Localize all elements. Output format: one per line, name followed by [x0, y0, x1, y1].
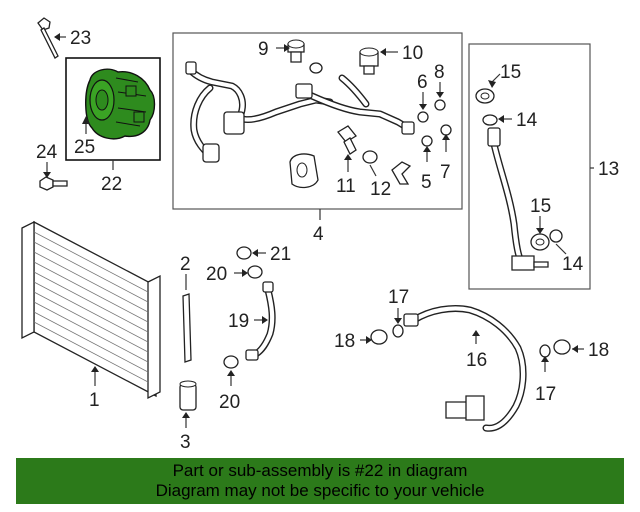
callout-8: 8: [434, 62, 445, 83]
callout-17-bottom: 17: [535, 384, 556, 405]
part-20-o-ring-top[interactable]: [247, 265, 263, 279]
callout-20-top: 20: [206, 264, 227, 285]
callout-4: 4: [313, 224, 324, 245]
part-18-seal-left[interactable]: [370, 329, 388, 345]
callout-11: 11: [336, 176, 356, 197]
part-20-o-ring-bottom[interactable]: [223, 355, 239, 369]
part-o-ring[interactable]: [309, 62, 323, 74]
part-24-bolt[interactable]: [39, 176, 68, 191]
part-2-seal-strip[interactable]: [182, 293, 192, 363]
part-4-line-assembly[interactable]: [185, 61, 415, 189]
callout-21: 21: [270, 244, 291, 265]
part-11-pressure-sensor[interactable]: [337, 125, 357, 155]
callout-14-top: 14: [516, 110, 538, 131]
callout-24: 24: [36, 142, 58, 163]
part-14-seal-top[interactable]: [482, 114, 498, 126]
callout-9: 9: [258, 39, 269, 60]
line-assembly-box: [172, 32, 463, 210]
callout-22: 22: [101, 174, 122, 195]
callout-13: 13: [598, 159, 619, 180]
part-7-o-ring[interactable]: [440, 124, 452, 136]
callout-15-top: 15: [500, 62, 521, 83]
info-banner: Part or sub-assembly is #22 in diagram D…: [16, 458, 624, 504]
part-1-condenser[interactable]: [21, 220, 161, 400]
banner-line-2: Diagram may not be specific to your vehi…: [155, 481, 485, 500]
callout-5: 5: [421, 172, 432, 193]
callout-20-bottom: 20: [219, 392, 240, 413]
callout-14-bottom: 14: [562, 254, 584, 275]
part-8-o-ring[interactable]: [434, 99, 446, 111]
part-6-o-ring[interactable]: [417, 111, 429, 123]
part-9-valve[interactable]: [287, 39, 305, 63]
callout-18-right: 18: [588, 340, 609, 361]
callout-2: 2: [180, 254, 191, 275]
callout-18-left: 18: [334, 331, 355, 352]
callout-16: 16: [466, 350, 487, 371]
part-25-compressor[interactable]: [85, 68, 156, 140]
part-23-bolt[interactable]: [37, 17, 59, 59]
part-13-hose-assembly[interactable]: [487, 127, 549, 271]
callout-1: 1: [89, 390, 100, 411]
part-17-o-ring-left[interactable]: [392, 324, 404, 338]
callout-10: 10: [402, 43, 423, 64]
callout-3: 3: [180, 432, 191, 453]
callout-15-bottom: 15: [530, 196, 551, 217]
callout-17-top: 17: [388, 287, 409, 308]
callout-7: 7: [440, 162, 451, 183]
part-3-drier[interactable]: [179, 380, 197, 411]
ac-parts-diagram: 23 25 22 24 4: [21, 17, 619, 453]
callout-19: 19: [228, 311, 249, 332]
part-14-seal-bottom[interactable]: [549, 229, 563, 243]
callout-23: 23: [70, 28, 91, 49]
callout-6: 6: [417, 72, 428, 93]
callout-25: 25: [74, 137, 95, 158]
part-19-hose[interactable]: [245, 281, 276, 361]
part-21-o-ring[interactable]: [236, 246, 252, 260]
banner-line-1: Part or sub-assembly is #22 in diagram: [172, 461, 468, 480]
part-10-valve[interactable]: [359, 47, 379, 75]
part-17-o-ring-right[interactable]: [539, 344, 551, 358]
part-16-hose[interactable]: [403, 304, 527, 432]
part-5-o-ring[interactable]: [421, 135, 433, 147]
part-12-o-ring[interactable]: [362, 150, 378, 164]
part-18-seal-right[interactable]: [553, 339, 571, 355]
hose-assembly-box: [468, 43, 591, 290]
callout-12: 12: [370, 179, 391, 200]
part-bracket[interactable]: [391, 161, 412, 185]
